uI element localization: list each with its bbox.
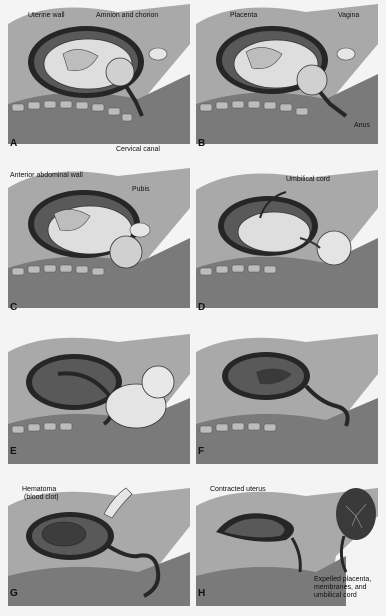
panel-a-illustration bbox=[8, 4, 190, 144]
panel-letter: D bbox=[198, 302, 205, 313]
placenta-label: Placenta bbox=[230, 12, 257, 20]
panel-f: F bbox=[196, 334, 378, 474]
contracted-uterus-label: Contracted uterus bbox=[210, 486, 266, 494]
cervical-canal-label: Cervical canal bbox=[116, 146, 160, 154]
panel-letter: B bbox=[198, 138, 205, 149]
expelled-placenta-label-line3: umbilical cord bbox=[314, 592, 357, 600]
pubis-label: Pubis bbox=[132, 186, 150, 194]
panel-e-illustration bbox=[8, 334, 190, 464]
uterine-wall-label: Uterine wall bbox=[28, 12, 65, 20]
panel-f-illustration bbox=[196, 334, 378, 464]
panel-letter: H bbox=[198, 588, 205, 599]
panel-letter: A bbox=[10, 138, 17, 149]
panel-g: G Hematoma (blood clot) bbox=[8, 476, 190, 616]
panel-h: H Contracted uterus Expelled placenta, m… bbox=[196, 476, 378, 616]
panel-c: C Anterior abdominal wall Pubis bbox=[8, 168, 190, 308]
panel-e: E bbox=[8, 334, 190, 474]
panel-letter: F bbox=[198, 446, 204, 457]
amnion-chorion-label: Amnion and chorion bbox=[96, 12, 158, 20]
panel-a: A Uterine wall Amnion and chorion Cervic… bbox=[8, 4, 190, 144]
panel-letter: C bbox=[10, 302, 17, 313]
panel-d: D Umbilical cord bbox=[196, 168, 378, 308]
anterior-abdominal-wall-label: Anterior abdominal wall bbox=[10, 172, 83, 180]
umbilical-cord-label: Umbilical cord bbox=[286, 176, 330, 184]
expelled-placenta-label-line2: membranes, and bbox=[314, 584, 367, 592]
panel-c-illustration bbox=[8, 168, 190, 308]
anus-label: Anus bbox=[354, 122, 370, 130]
blood-clot-label: (blood clot) bbox=[24, 494, 59, 502]
expelled-placenta-label-line1: Expelled placenta, bbox=[314, 576, 371, 584]
panel-letter: E bbox=[10, 446, 17, 457]
panel-b-illustration bbox=[196, 4, 378, 144]
panel-letter: G bbox=[10, 588, 18, 599]
vagina-label: Vagina bbox=[338, 12, 359, 20]
panel-b: B Placenta Vagina Anus bbox=[196, 4, 378, 144]
panel-d-illustration bbox=[196, 168, 378, 308]
hematoma-label: Hematoma bbox=[22, 486, 56, 494]
